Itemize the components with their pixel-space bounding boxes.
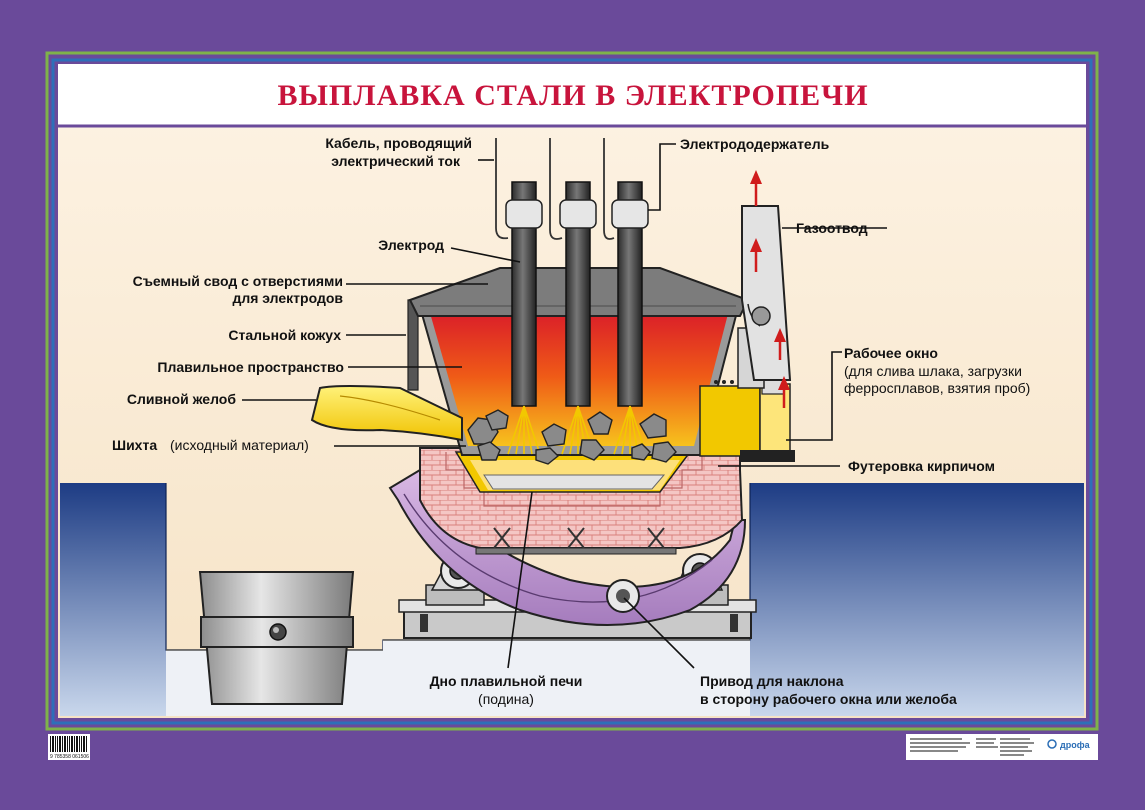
electrodes [505, 181, 649, 407]
label-gas-outlet: Газоотвод [796, 220, 868, 236]
publisher-logo-icon [1047, 739, 1057, 749]
label-bottom-line-1: Дно плавильной печи [430, 673, 583, 689]
cables [495, 138, 615, 240]
label-brick-lining: Футеровка кирпичом [848, 458, 995, 474]
label-electrode-holder: Электрододержатель [680, 136, 830, 152]
barcode-number: 9 785358 061506 [50, 754, 89, 760]
furnace-lining [419, 447, 744, 549]
label-work-window-note-1: (для слива шлака, загрузки [844, 363, 1022, 379]
label-spout: Сливной желоб [127, 391, 237, 407]
label-tilt-drive-line-1: Привод для наклона [700, 673, 844, 689]
title-band [58, 64, 1086, 126]
label-charge: Шихта [112, 437, 157, 453]
label-electrode: Электрод [378, 237, 444, 253]
publisher-name: дрофа [1060, 740, 1091, 750]
electrode-holder-3 [611, 199, 649, 229]
label-roof-line-1: Съемный свод с отверстиями [133, 273, 343, 289]
electrode-1 [505, 181, 543, 407]
page-title: ВЫПЛАВКА СТАЛИ В ЭЛЕКТРОПЕЧИ [277, 79, 868, 112]
electrode-3 [611, 181, 649, 407]
furnace-foundation [383, 640, 750, 716]
label-charge-note: (исходный материал) [170, 437, 309, 453]
ladle [198, 571, 355, 705]
electrode-holder-2 [559, 199, 597, 229]
label-work-window: Рабочее окно [844, 345, 938, 361]
labels: Кабель, проводящий электрический ток Эле… [112, 135, 1030, 707]
frame-inner-line [45, 51, 1099, 731]
label-cable-line-1: Кабель, проводящий [325, 135, 472, 151]
bottom-struts [475, 527, 677, 555]
frame-inner-line-2 [51, 58, 1093, 725]
label-work-window-note-2: ферросплавов, взятия проб) [844, 380, 1030, 396]
label-tilt-drive-line-2: в сторону рабочего окна или желоба [700, 691, 957, 707]
pouring-spout [310, 385, 463, 442]
electrode-holder-1 [505, 199, 543, 229]
label-cable-line-2: электрический ток [331, 153, 461, 169]
label-melting-space: Плавильное пространство [157, 359, 344, 375]
label-roof-line-2: для электродов [232, 290, 343, 306]
work-window [699, 327, 795, 462]
electrode-2 [559, 181, 597, 407]
shell-rivets [714, 380, 734, 384]
charge-material [467, 409, 677, 465]
label-bottom-line-2: (подина) [478, 691, 534, 707]
electric-arcs [507, 405, 647, 455]
label-steel-shell: Стальной кожух [228, 327, 341, 343]
leader-lines [242, 143, 887, 669]
imprint-block: дрофа [906, 734, 1098, 760]
barcode: 9 785358 061506 [48, 734, 90, 760]
gas-outlet [741, 170, 792, 408]
